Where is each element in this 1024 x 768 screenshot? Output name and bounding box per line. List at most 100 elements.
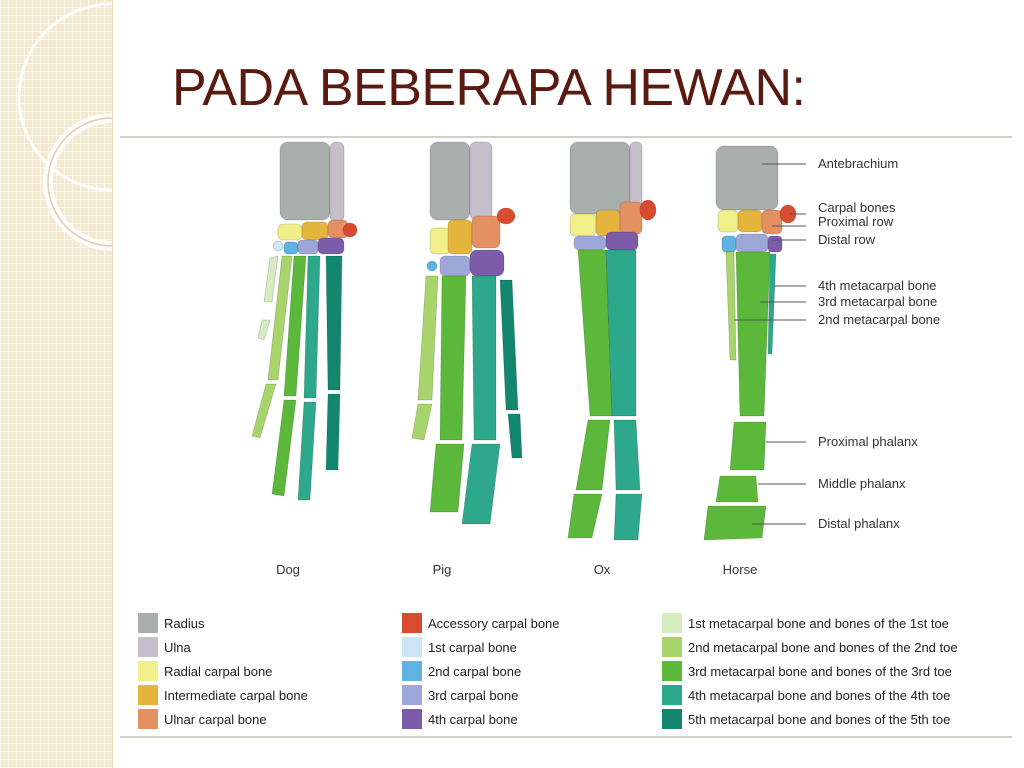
dog-intermediate-carpal	[301, 221, 329, 241]
dog-metacarpal-5	[325, 255, 343, 391]
horse-metacarpal-2	[725, 251, 737, 361]
dog-toe-2	[251, 383, 277, 439]
pig-metacarpal-2	[417, 275, 439, 401]
legend-swatch	[138, 709, 158, 729]
pig-radius	[429, 141, 471, 221]
horse-forelimb	[703, 145, 797, 541]
species-label-horse: Horse	[723, 562, 758, 577]
legend-label: 1st metacarpal bone and bones of the 1st…	[688, 616, 949, 631]
pig-accessory-carpal	[496, 207, 516, 225]
legend-label: 4th carpal bone	[428, 712, 518, 727]
horse-metacarpal-3	[735, 251, 771, 417]
legend-label: Accessory carpal bone	[428, 616, 560, 631]
horse-distal-phalanx	[703, 505, 767, 541]
dog-radial-carpal	[277, 223, 303, 241]
dog-toe-1	[257, 319, 271, 341]
pig-radial-carpal	[429, 227, 451, 255]
species-label-dog: Dog	[276, 562, 300, 577]
pig-metacarpal-4	[471, 275, 497, 441]
ox-radius	[569, 141, 631, 215]
callout-carpal-bones: Carpal bones	[818, 200, 896, 215]
callout-antebrachium: Antebrachium	[818, 156, 898, 171]
horse-radius	[715, 145, 779, 211]
legend-swatch	[662, 709, 682, 729]
pig-ulnar-carpal	[471, 215, 501, 249]
dog-toe-5	[325, 393, 341, 471]
dog-ulna	[329, 141, 345, 223]
legend-label: Radius	[164, 616, 205, 631]
legend-label: Ulnar carpal bone	[164, 712, 267, 727]
legend-label: 5th metacarpal bone and bones of the 5th…	[688, 712, 951, 727]
dog-forelimb	[251, 141, 358, 501]
legend-swatch	[662, 637, 682, 657]
dog-carpal-3	[297, 239, 319, 255]
legend-label: 2nd carpal bone	[428, 664, 522, 679]
legend-swatch	[402, 661, 422, 681]
pig-toe-2	[411, 403, 433, 441]
dog-carpal-4	[317, 237, 345, 255]
pig-metacarpal-5	[499, 279, 519, 411]
legend-swatch	[138, 637, 158, 657]
callout-proximal-row: Proximal row	[818, 214, 894, 229]
pig-toe-4	[461, 443, 501, 525]
legend-label: 4th metacarpal bone and bones of the 4th…	[688, 688, 951, 703]
ox-carpal-3	[573, 235, 607, 251]
pig-carpal-4	[469, 249, 505, 277]
dog-toe-3	[271, 399, 297, 497]
legend-swatch	[662, 613, 682, 633]
callout-distal-phalanx: Distal phalanx	[818, 516, 900, 531]
pig-ulna	[469, 141, 493, 221]
ox-toe-3-hoof	[567, 493, 603, 539]
callout-3rd-metacarpal: 3rd metacarpal bone	[818, 294, 937, 309]
ox-toe-4-hoof	[613, 493, 643, 541]
pig-toe-5	[507, 413, 523, 459]
forelimb-bones-diagram: Antebrachium Carpal bones Proximal row D…	[251, 141, 940, 577]
ox-radial-carpal	[569, 213, 597, 237]
legend-swatch	[138, 685, 158, 705]
dog-metacarpal-1	[263, 255, 279, 303]
species-label-pig: Pig	[433, 562, 452, 577]
dog-metacarpal-4	[303, 255, 321, 399]
legend-label: 2nd metacarpal bone and bones of the 2nd…	[688, 640, 958, 655]
legend-label: 3rd carpal bone	[428, 688, 519, 703]
callout-middle-phalanx: Middle phalanx	[818, 476, 906, 491]
legend-label: 1st carpal bone	[428, 640, 517, 655]
pig-toe-3	[429, 443, 465, 513]
legend-swatch	[138, 613, 158, 633]
legend-swatch	[662, 661, 682, 681]
legend-label: Ulna	[164, 640, 191, 655]
horse-proximal-phalanx	[729, 421, 767, 471]
pig-intermediate-carpal	[447, 219, 473, 255]
decorative-rings	[17, 2, 113, 251]
horse-radial-carpal	[717, 209, 739, 233]
horse-ulnar-carpal	[761, 209, 783, 235]
pig-forelimb	[411, 141, 523, 525]
horse-carpal-4	[767, 235, 783, 253]
decorative-side-panel	[0, 0, 113, 768]
dog-metacarpal-2	[267, 255, 293, 381]
callout-distal-row: Distal row	[818, 232, 876, 247]
horse-carpal-2	[721, 235, 737, 253]
callout-2nd-metacarpal: 2nd metacarpal bone	[818, 312, 940, 327]
legend-label: Radial carpal bone	[164, 664, 273, 679]
pig-carpal-3	[439, 255, 471, 277]
title-divider	[120, 136, 1012, 138]
horse-intermediate-carpal	[737, 209, 763, 233]
bottom-divider	[120, 736, 1012, 738]
ox-ulnar-carpal	[619, 201, 643, 235]
legend-swatch	[402, 685, 422, 705]
callout-4th-metacarpal: 4th metacarpal bone	[818, 278, 937, 293]
dog-accessory-carpal	[342, 222, 358, 238]
ox-toe-3-phalanges	[575, 419, 611, 491]
horse-carpal-3	[735, 233, 769, 253]
ox-carpal-4	[605, 231, 639, 251]
callout-proximal-phalanx: Proximal phalanx	[818, 434, 918, 449]
dog-metacarpal-3	[283, 255, 307, 397]
legend-swatch	[402, 637, 422, 657]
callout-leader-lines	[734, 163, 806, 525]
legend-swatch	[402, 709, 422, 729]
ox-accessory-carpal	[639, 199, 657, 221]
species-label-ox: Ox	[594, 562, 611, 577]
horse-metacarpal-4	[767, 253, 777, 355]
ox-forelimb	[567, 141, 657, 541]
